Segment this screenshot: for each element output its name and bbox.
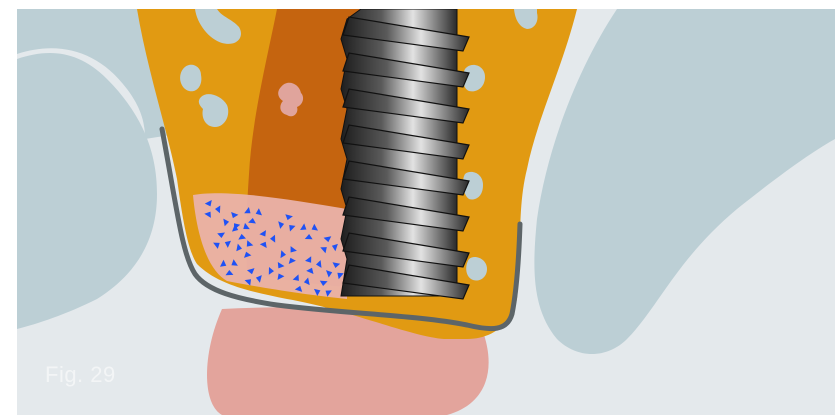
illustration-canvas [17,9,835,415]
figure-label: Fig. 29 [45,362,116,388]
dental-implant-illustration [17,9,835,415]
dental-implant [341,9,469,299]
